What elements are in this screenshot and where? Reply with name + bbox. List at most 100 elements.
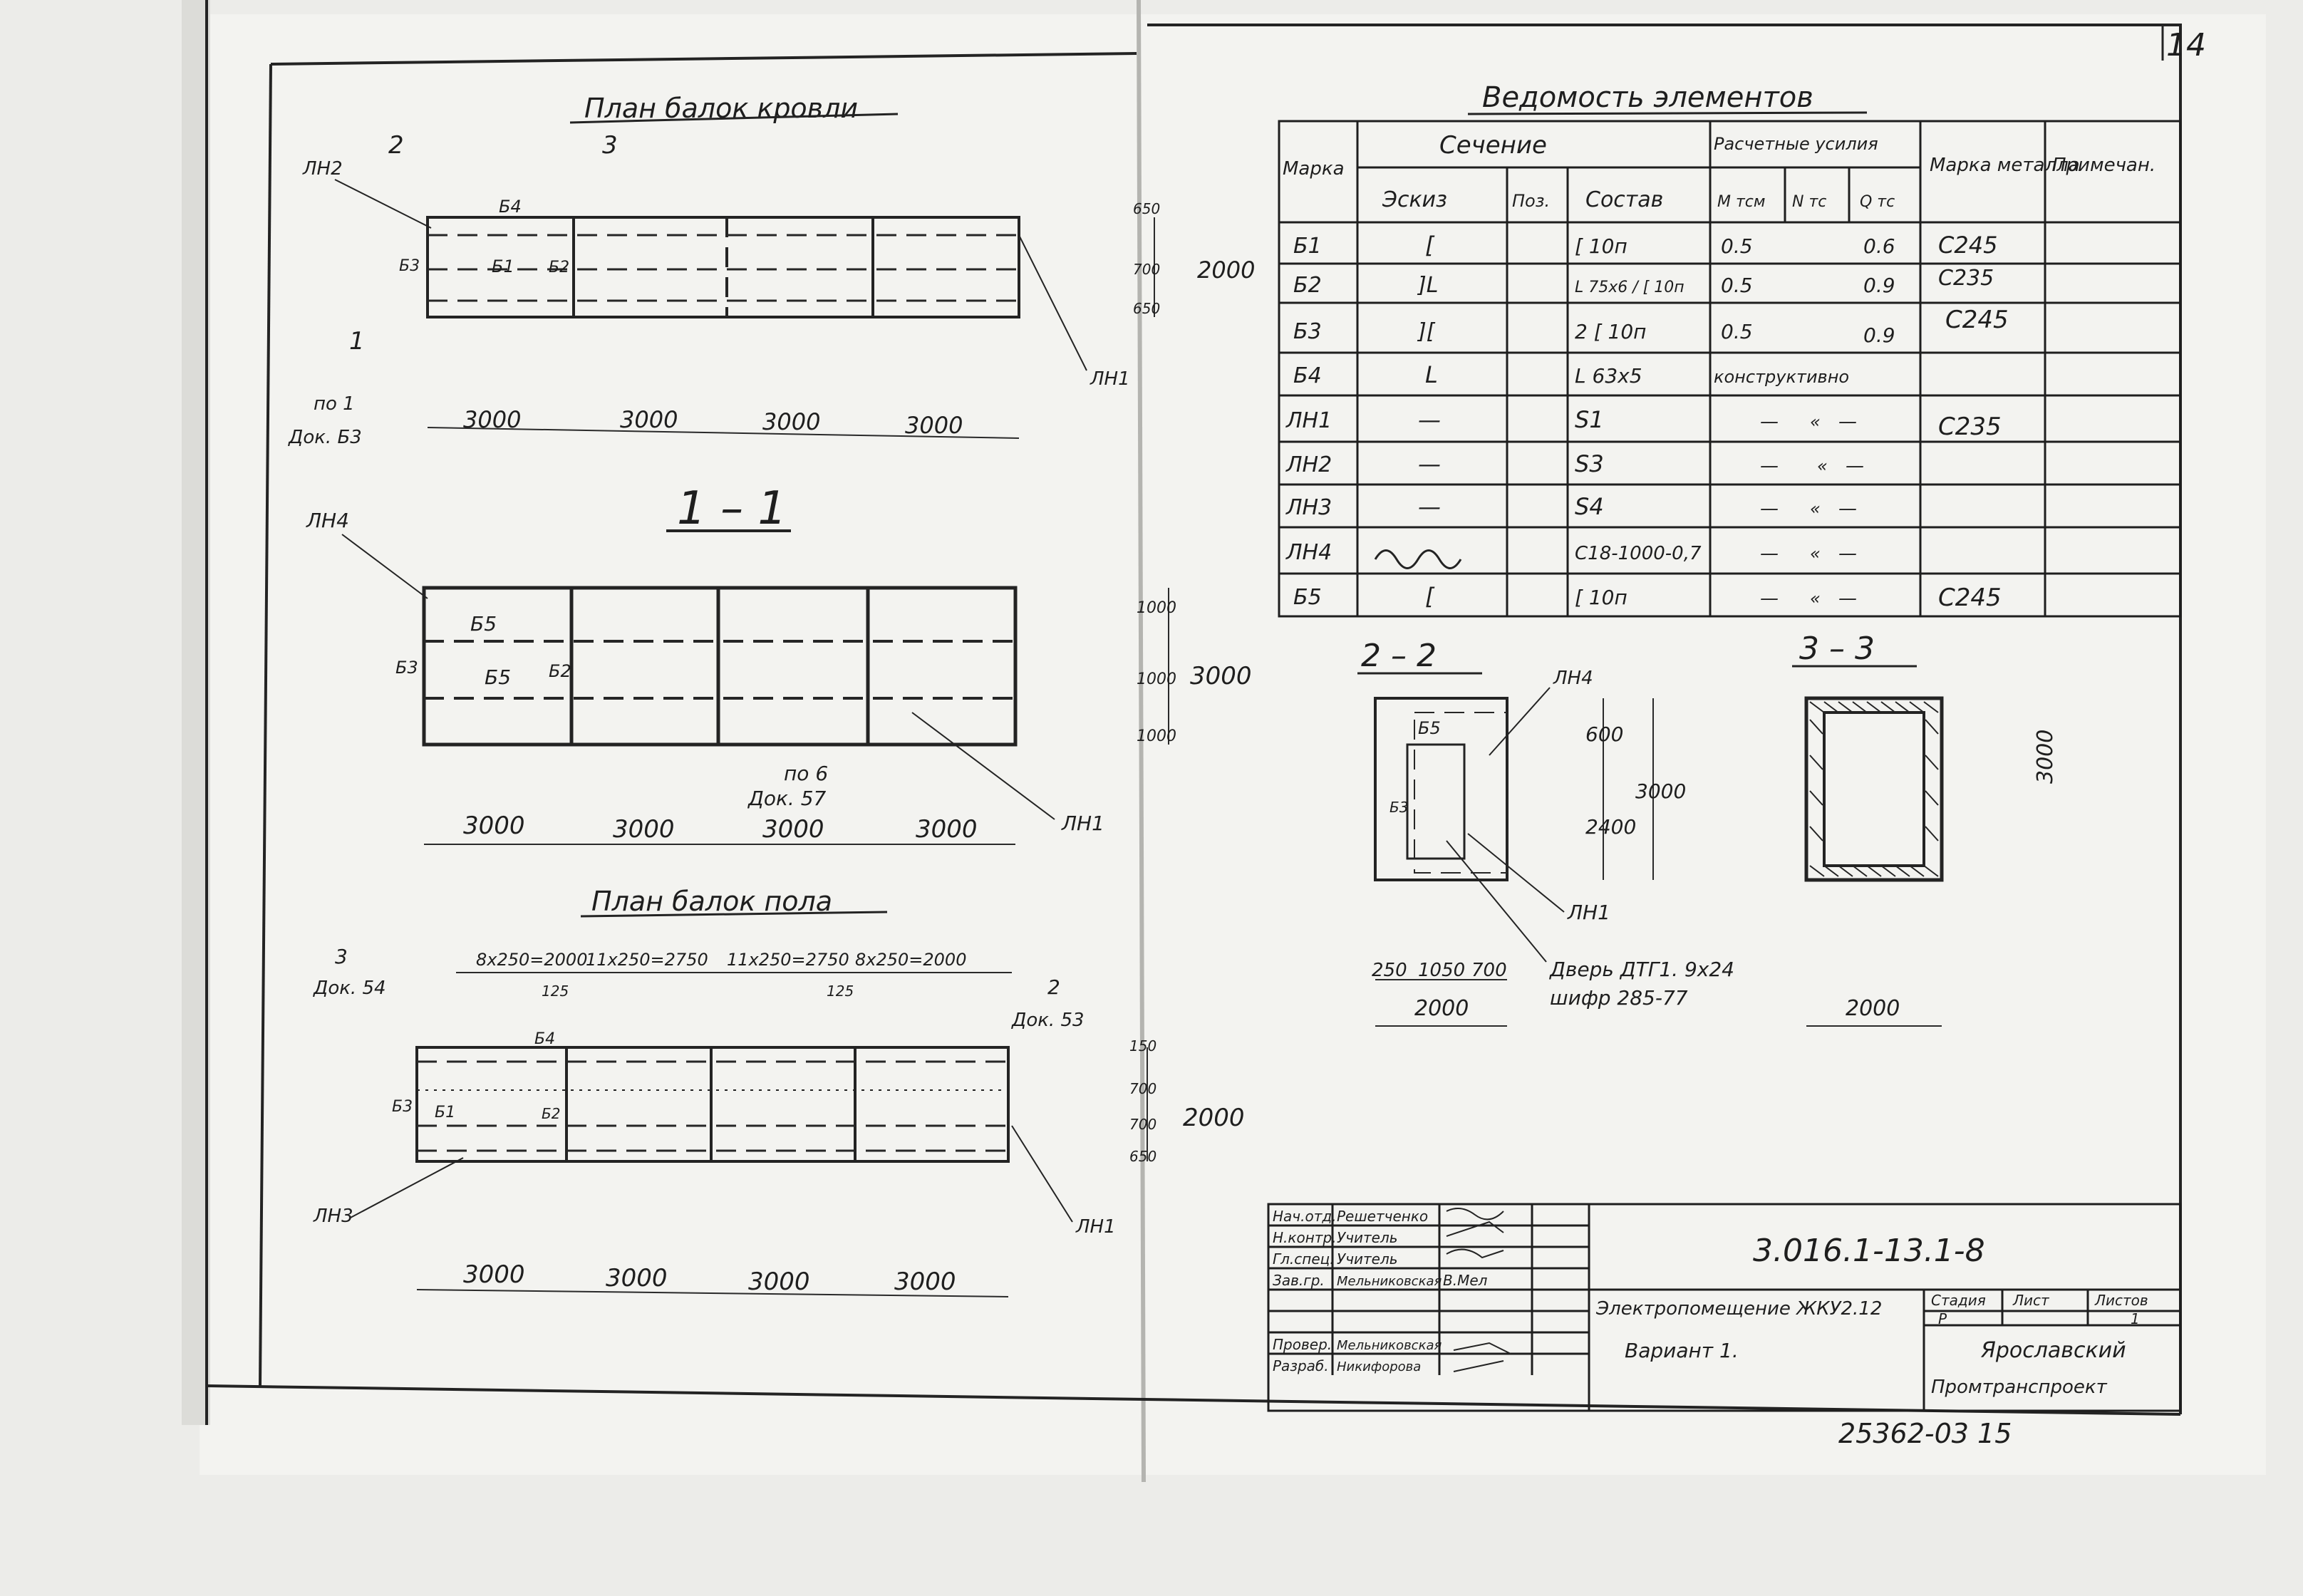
- plan-floor-dim-r2: 700: [1129, 1080, 1156, 1097]
- hdr-sketch: Эскиз: [1382, 187, 1447, 212]
- row2-metal: С235: [1938, 266, 1994, 291]
- tb-code: 3.016.1-13.1-8: [1753, 1233, 1985, 1269]
- row6-q: —: [1846, 455, 1864, 477]
- section-1-1-span-1: 3000: [463, 812, 525, 840]
- hdr-pos: Поз.: [1512, 191, 1550, 211]
- plan-roof-span-4: 3000: [905, 412, 963, 439]
- plan-floor-total-height: 2000: [1183, 1104, 1245, 1132]
- plan-roof-note-2: Док. Б3: [288, 427, 362, 448]
- row3-metal: С245: [1945, 306, 2009, 334]
- row9-sketch: [: [1425, 583, 1435, 610]
- tb-name-6: Мельниковская: [1337, 1338, 1442, 1353]
- signatures-icon: [1446, 1208, 1511, 1372]
- plan-floor-note-right-1: 2: [1047, 975, 1060, 999]
- section-1-1: 1 – 1 Б5 Б5 Б2 Б3 ЛН1 ЛН4 3000 3000 3000…: [306, 482, 1252, 845]
- section-3-3-dim-3000: 3000: [2033, 730, 2058, 784]
- section-2-2-mark-ln4: ЛН4: [1553, 668, 1593, 689]
- plan-roof-dim-r2: 700: [1133, 261, 1160, 278]
- tb-stage-label: Стадия: [1931, 1292, 1986, 1309]
- tb-name-line-2: Вариант 1.: [1625, 1339, 1739, 1362]
- section-1-1-note-1: по 6: [784, 762, 828, 785]
- title-block: Нач.отд. Решетченко Н.контр. Учитель Гл.…: [1267, 1203, 2182, 1412]
- row8-q: —: [1838, 543, 1857, 564]
- section-2-2-dim-2400: 2400: [1585, 815, 1636, 839]
- row7-q: —: [1838, 498, 1857, 519]
- plan-roof-note-1: по 1: [314, 393, 355, 415]
- plan-floor-top-dim-4: 8х250=2000: [855, 950, 966, 970]
- row1-composition: [ 10п: [1575, 234, 1627, 258]
- row1-marka: Б1: [1293, 234, 1322, 259]
- tb-sheet-label: Лист: [2012, 1292, 2050, 1309]
- row7-n: «: [1810, 499, 1821, 519]
- tb-org-2: Промтранспроект: [1931, 1377, 2108, 1398]
- plan-floor-dim-r4: 650: [1129, 1148, 1156, 1165]
- row1-metal: С245: [1938, 232, 1997, 259]
- section-1-1-mark-b2: Б2: [549, 661, 571, 681]
- section-1-1-note-2: Док. 57: [747, 787, 827, 810]
- row4-composition: L 63х5: [1575, 364, 1642, 388]
- hdr-q: Q тс: [1860, 193, 1895, 211]
- row8-marka: ЛН4: [1285, 540, 1332, 565]
- plan-floor-dim-r1: 150: [1129, 1037, 1156, 1054]
- plan-floor-note-left-1: 3: [335, 945, 348, 968]
- tb-name-7: Никифорова: [1337, 1359, 1421, 1374]
- row3-m: 0.5: [1721, 320, 1753, 343]
- hdr-section: Сечение: [1439, 131, 1547, 160]
- plan-floor-title: План балок пола: [591, 886, 832, 917]
- row8-m: —: [1760, 543, 1779, 564]
- section-2-2-mark-b5: Б5: [1418, 718, 1441, 738]
- hdr-m: М тсм: [1717, 193, 1765, 211]
- hdr-marka: Марка: [1283, 158, 1345, 180]
- row1-sketch: [: [1425, 232, 1435, 259]
- row9-m: —: [1760, 588, 1779, 609]
- row2-marka: Б2: [1293, 273, 1322, 298]
- hdr-metal: Марка металла: [1930, 155, 2080, 176]
- section-1-1-span-4: 3000: [916, 815, 978, 844]
- row5-composition: S1: [1575, 406, 1604, 433]
- row9-marka: Б5: [1293, 585, 1322, 610]
- row6-sketch: —: [1418, 450, 1441, 477]
- section-3-3: 3 – 3 3000 2000: [1792, 631, 2058, 1027]
- section-2-2-door-2: шифр 285-77: [1550, 986, 1688, 1010]
- plan-floor-top-dim-2: 11х250=2750: [586, 950, 708, 970]
- section-2-2-door-1: Дверь ДТГ1. 9х24: [1548, 958, 1734, 981]
- tb-role-3: Гл.спец.: [1273, 1250, 1335, 1268]
- row9-composition: [ 10п: [1575, 586, 1627, 609]
- section-2-2-dim-3000: 3000: [1635, 779, 1686, 803]
- section-1-1-mark-b5: Б5: [470, 612, 497, 636]
- plan-floor-mark-ln3: ЛН3: [313, 1206, 353, 1227]
- section-2-2-dim-1050: 1050: [1418, 960, 1465, 981]
- row3-q: 0.9: [1863, 323, 1895, 347]
- section-1-1-dim-r1: 1000: [1137, 599, 1176, 617]
- hdr-n: N тс: [1792, 193, 1826, 211]
- row2-sketch: ]L: [1417, 273, 1438, 298]
- row1-q: 0.6: [1863, 234, 1895, 258]
- section-1-1-mark-ln4: ЛН4: [306, 509, 349, 532]
- plan-roof-span-3: 3000: [762, 408, 820, 435]
- section-3-3-total: 2000: [1846, 996, 1900, 1021]
- section-1-1-dim-r3: 1000: [1137, 727, 1176, 745]
- section-3-3-title: 3 – 3: [1799, 631, 1875, 667]
- section-1-1-mark-b3: Б3: [395, 658, 418, 678]
- section-2-2-dim-700: 700: [1471, 960, 1507, 981]
- section-1-1-dim-r2: 1000: [1137, 670, 1176, 688]
- schedule-table: [1278, 120, 2182, 618]
- plan-floor-small-dim-1: 125: [542, 983, 569, 1000]
- plan-floor-note-left-2: Док. 54: [313, 978, 386, 999]
- row2-composition: L 75х6 / [ 10п: [1575, 279, 1684, 296]
- row2-q: 0.9: [1863, 274, 1895, 297]
- plan-floor-top-dim-3: 11х250=2750: [727, 950, 849, 970]
- plan-floor-top-dim-1: 8х250=2000: [476, 950, 587, 970]
- section-1-1-span-3: 3000: [762, 815, 824, 844]
- plan-floor-span-1: 3000: [463, 1260, 525, 1289]
- hdr-note: Примечан.: [2052, 155, 2155, 176]
- row6-m: —: [1760, 455, 1779, 477]
- plan-roof-dim-r3: 650: [1133, 300, 1160, 317]
- plan-roof-span-1: 3000: [463, 406, 521, 433]
- page-fold: [1137, 0, 1146, 1483]
- row3-composition: 2 [ 10п: [1575, 320, 1646, 343]
- tb-initials: В.Мел: [1443, 1272, 1488, 1289]
- row8-sketch-wave-icon: [1374, 549, 1462, 569]
- hdr-forces: Расчетные усилия: [1714, 134, 1878, 154]
